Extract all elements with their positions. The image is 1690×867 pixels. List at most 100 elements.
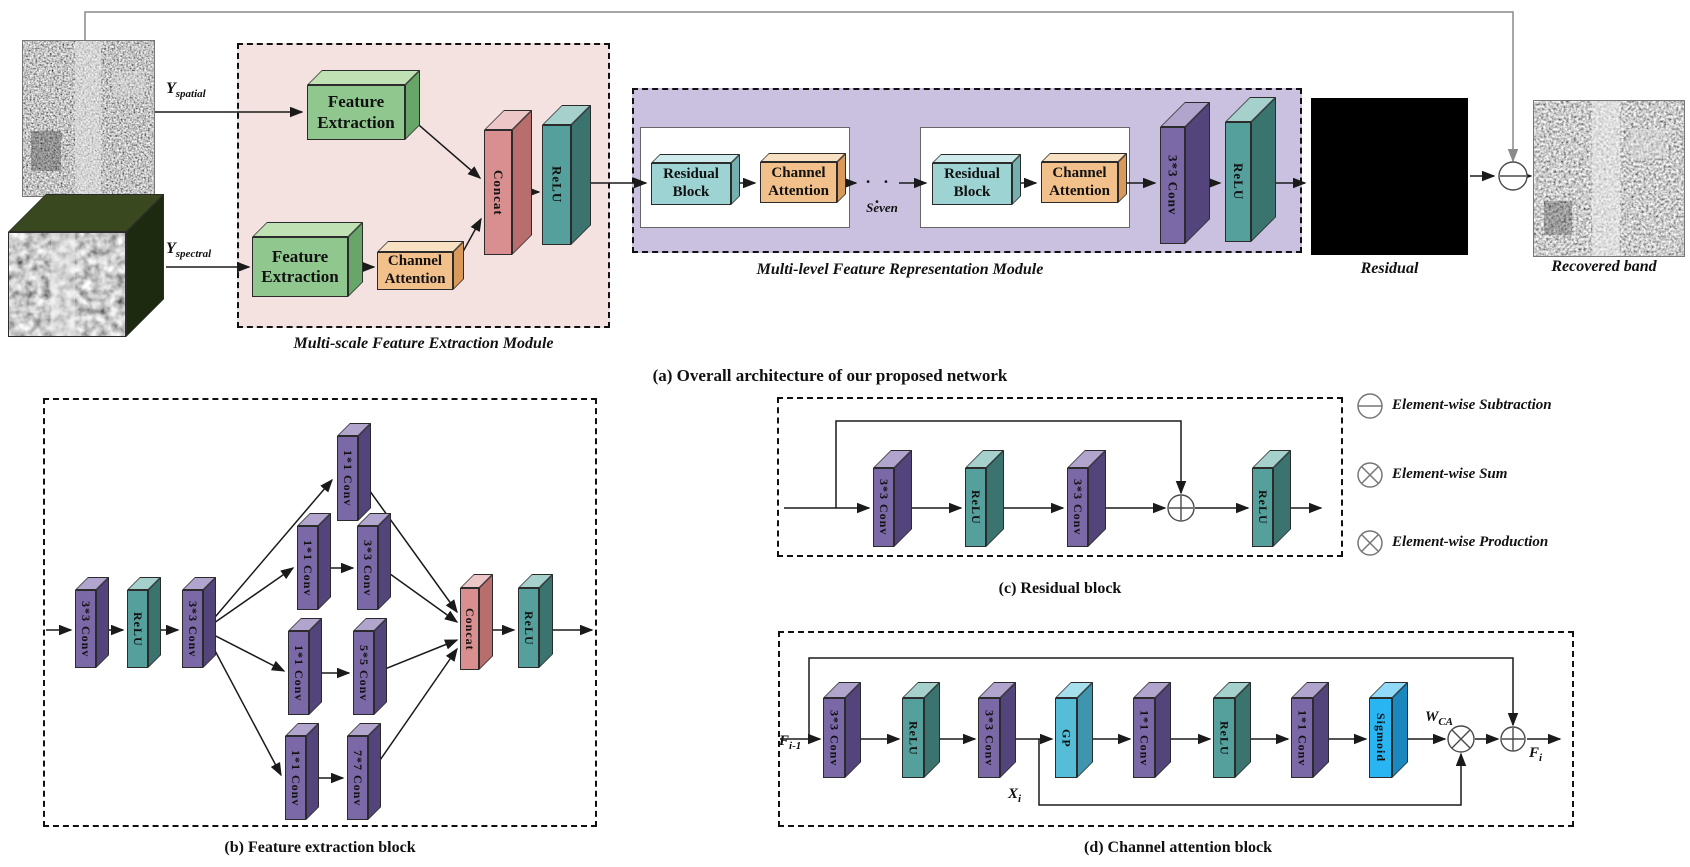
- sum-node-icon: [1167, 494, 1195, 522]
- slab-label: 1*1 Conv: [1137, 709, 1152, 767]
- slab-side-face: [1273, 450, 1291, 547]
- slab-side-face: [374, 618, 387, 715]
- slab-label: 3*3 Conv: [361, 539, 375, 597]
- residual-image-label: Residual: [1360, 260, 1419, 277]
- conv-3x3-slab: 3*3 Conv: [75, 577, 109, 668]
- subtract-node-icon: [1498, 161, 1528, 191]
- slab-side-face: [203, 577, 216, 668]
- slab-label: 1*1 Conv: [301, 539, 315, 597]
- caption-a: (a) Overall architecture of our proposed…: [652, 366, 1008, 385]
- legend-label-sum: Element-wise Sum: [1392, 466, 1508, 482]
- slab-label: 5*5 Conv: [357, 644, 371, 702]
- slab-side-face: [845, 682, 861, 778]
- slab-label: 1*1 Conv: [1295, 709, 1310, 767]
- slab-front-face: ReLU: [518, 588, 539, 668]
- conv-1x1-slab: 1*1 Conv: [337, 423, 371, 521]
- slab-front-face: 3*3 Conv: [182, 590, 203, 668]
- relu-slab: ReLU: [965, 450, 1004, 547]
- relu-slab: ReLU: [1213, 682, 1251, 778]
- slab-top-face: [760, 153, 846, 162]
- conv-1x1-slab: 1*1 Conv: [1133, 682, 1171, 778]
- slab-label: ReLU: [131, 611, 145, 647]
- slab-label: 3*3 Conv: [1165, 155, 1181, 216]
- slab-side-face: [378, 513, 391, 610]
- slab-label: 3*3 Conv: [79, 600, 93, 658]
- slab-side-face: [1088, 450, 1106, 547]
- slab-label: 1*1 Conv: [341, 450, 355, 507]
- slab-label: ReLU: [1231, 163, 1246, 201]
- slab-front-face: ReLU: [1225, 122, 1251, 242]
- relu-slab: ReLU: [127, 577, 161, 668]
- slab-side-face: [348, 222, 363, 297]
- slab-front-face: GP: [1055, 698, 1077, 778]
- slab-side-face: [479, 574, 493, 670]
- recovered-band-image: [1533, 100, 1685, 257]
- legend-label-subtraction: Element-wise Subtraction: [1392, 397, 1552, 413]
- cube-noise-image: [9, 233, 125, 336]
- slab-label: 1*1 Conv: [289, 749, 303, 807]
- caption-d: (d) Channel attention block: [1083, 839, 1273, 856]
- multiscale-module-label: Multi-scale Feature Extraction Module: [293, 335, 554, 352]
- slab-side-face: [309, 618, 322, 715]
- slab-front-face: ReLU: [127, 590, 148, 668]
- y-spatial-label: Yspatial: [166, 80, 206, 101]
- slab-side-face: [1313, 682, 1329, 778]
- slab-top-face: [252, 222, 363, 237]
- slab-label: ReLU: [969, 490, 983, 525]
- slab-side-face: [986, 450, 1004, 547]
- relu-slab: ReLU: [1225, 97, 1276, 242]
- conv-7x7-slab: 7*7 Conv: [347, 723, 381, 820]
- multilevel-module-label: Multi-level Feature Representation Modul…: [756, 261, 1044, 278]
- slab-front-face: 1*1 Conv: [285, 736, 306, 820]
- conv-1x1-slab: 1*1 Conv: [285, 723, 319, 820]
- slab-label: 7*7 Conv: [351, 749, 365, 807]
- sum-node-icon: [1500, 726, 1526, 752]
- slab-front-face: 3*3 Conv: [978, 698, 1000, 778]
- y-spatial-image: [22, 40, 155, 197]
- slab-top-face: [377, 241, 464, 252]
- slab-side-face: [96, 577, 109, 668]
- slab-front-face: 3*3 Conv: [873, 468, 894, 547]
- conv-1x1-slab: 1*1 Conv: [288, 618, 322, 715]
- slab-front-face: 1*1 Conv: [1133, 698, 1155, 778]
- slab-front-face: ReLU: [1213, 698, 1235, 778]
- f-prev-label: Fi-1: [779, 733, 802, 752]
- slab-label: Sigmoid: [1374, 713, 1388, 763]
- slab-side-face: [512, 110, 532, 255]
- slab-label: Concat: [491, 169, 506, 216]
- aerial-noise-image: [23, 41, 154, 196]
- slab-label: ReLU: [1256, 490, 1270, 525]
- slab-side-face: [1392, 682, 1408, 778]
- slab-label: ReLU: [549, 166, 565, 204]
- recovered-noise-image: [1534, 101, 1684, 256]
- slab-side-face: [837, 153, 846, 203]
- relu-slab: ReLU: [542, 105, 591, 245]
- f-out-label: Fi: [1529, 745, 1543, 764]
- x-i-label: Xi: [1008, 786, 1022, 805]
- slab-front-face: 3*3 Conv: [1160, 127, 1185, 244]
- residual-image: [1311, 98, 1468, 255]
- relu-slab: ReLU: [518, 574, 553, 668]
- concat-slab: Concat: [460, 574, 493, 670]
- sigmoid-slab: Sigmoid: [1369, 682, 1408, 778]
- slab-side-face: [731, 154, 740, 205]
- conv-3x3-slab: 3*3 Conv: [1160, 102, 1210, 244]
- slab-front-face: Concat: [484, 130, 512, 255]
- slab-front-face: ReLU: [965, 468, 986, 547]
- attention-skip-line: [808, 657, 1519, 739]
- slab-label: ReLU: [906, 720, 921, 756]
- slab-front-face: Concat: [460, 588, 479, 670]
- slab-side-face: [894, 450, 912, 547]
- slab-front-face: 3*3 Conv: [823, 698, 845, 778]
